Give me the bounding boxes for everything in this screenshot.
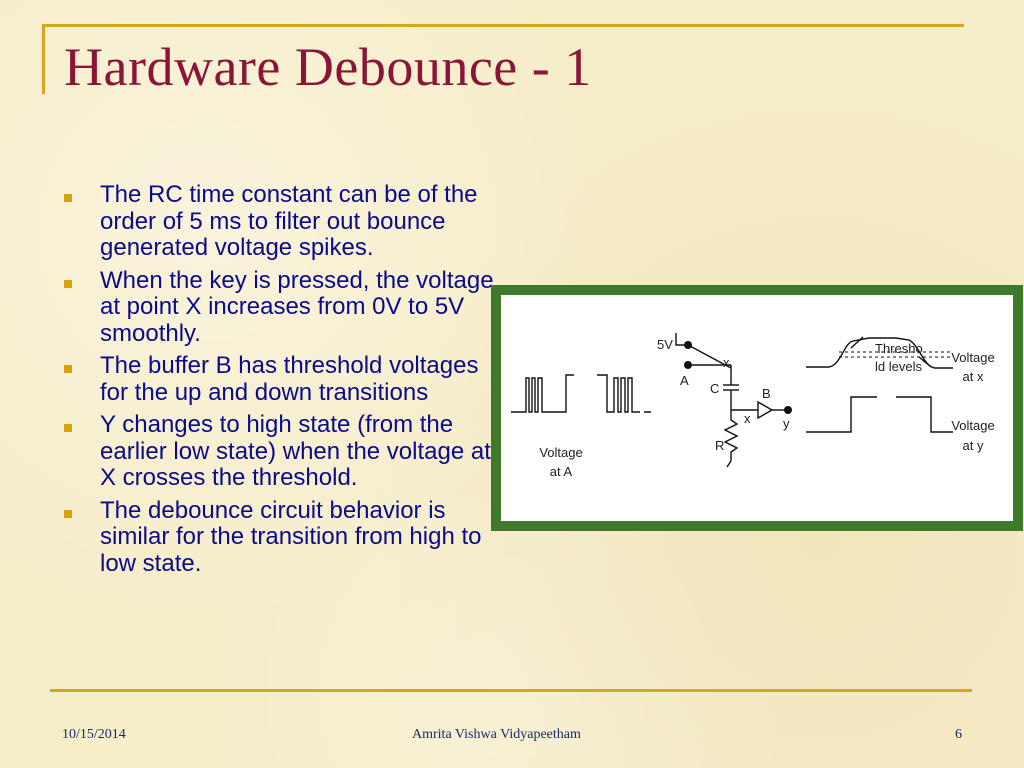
voltage-at-y-label: at y (963, 438, 984, 453)
bullet-item: The RC time constant can be of the order… (60, 181, 500, 262)
left-rule (42, 24, 45, 94)
top-rule (42, 24, 964, 27)
label-c: C (710, 381, 719, 396)
voltage-at-a-label: at A (550, 464, 573, 479)
footer-date: 10/15/2014 (62, 727, 126, 742)
bullet-item: The debounce circuit behavior is similar… (60, 496, 500, 578)
output-node (784, 406, 792, 414)
bullet-item: When the key is pressed, the voltage at … (60, 266, 500, 348)
voltage-at-y-waveform (806, 396, 953, 433)
square-bullet-icon (64, 365, 72, 373)
threshold-pointer (918, 356, 932, 368)
bullet-text: Y changes to high state (from the earlie… (100, 411, 491, 491)
bullet-list: The RC time constant can be of the order… (60, 181, 500, 583)
voltage-at-a-waveform (511, 374, 651, 413)
voltage-at-x-label: Voltage (951, 350, 994, 365)
bullet-text: The RC time constant can be of the order… (100, 181, 478, 261)
bullet-item: Y changes to high state (from the earlie… (60, 411, 500, 492)
slide-number: 6 (955, 727, 962, 742)
voltage-at-x-label: at x (963, 369, 984, 384)
buffer-symbol (757, 400, 774, 420)
bottom-rule (50, 689, 972, 692)
label-5v: 5V (657, 337, 673, 352)
threshold-label: ld levels (875, 359, 922, 374)
threshold-pointer (850, 336, 864, 349)
footer-institution: Amrita Vishwa Vidyapeetham (412, 727, 581, 742)
label-r: R (715, 438, 724, 453)
label-b: B (762, 386, 771, 401)
bullet-item: The buffer B has threshold voltages for … (60, 352, 500, 406)
square-bullet-icon (64, 279, 72, 288)
bullet-text: The buffer B has threshold voltages for … (100, 352, 479, 406)
switch-terminal (684, 361, 692, 369)
resistor (723, 410, 739, 461)
square-bullet-icon (64, 194, 72, 202)
square-bullet-icon (64, 424, 72, 432)
threshold-label: Thresho (875, 341, 923, 356)
switch-contact (687, 344, 732, 369)
label-y: y (783, 416, 790, 431)
voltage-at-a-label: Voltage (539, 445, 582, 460)
label-a: A (680, 373, 689, 388)
slide-title: Hardware Debounce - 1 (64, 37, 592, 97)
switch-terminal (684, 341, 692, 349)
bullet-text: The debounce circuit behavior is similar… (100, 496, 482, 577)
ground-tick (726, 460, 732, 468)
bullet-text: When the key is pressed, the voltage at … (100, 266, 494, 347)
circuit-diagram: 5V A x C B x y R Voltage at A Thresho ld… (511, 333, 995, 479)
label-x-lower: x (744, 411, 751, 426)
square-bullet-icon (64, 509, 72, 518)
supply-line (675, 333, 684, 346)
label-x-upper: x (723, 355, 730, 370)
debounce-circuit-figure: 5V A x C B x y R Voltage at A Thresho ld… (491, 285, 1023, 531)
voltage-at-y-label: Voltage (951, 418, 994, 433)
